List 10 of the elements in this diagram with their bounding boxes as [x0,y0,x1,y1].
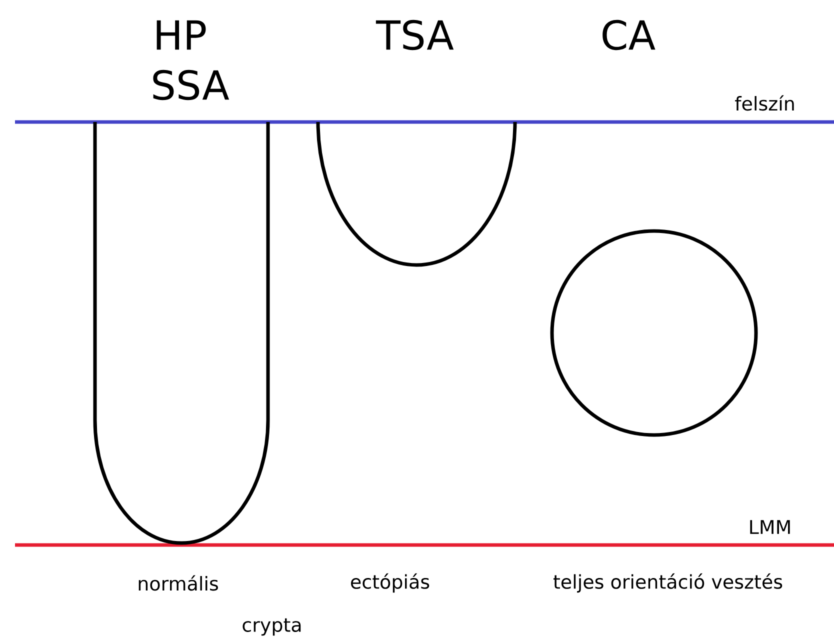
heading: HP [156,20,206,50]
line-label: felszín [735,95,794,111]
line-label: LMM [750,520,790,534]
caption: teljes orientáció vesztés [553,573,782,593]
caption: ectópiás [351,573,430,593]
heading: CA [602,20,656,50]
caption: normális [138,575,218,591]
heading: TSA [376,20,454,50]
caption: crypta [242,618,301,636]
heading: SSA [153,70,230,100]
